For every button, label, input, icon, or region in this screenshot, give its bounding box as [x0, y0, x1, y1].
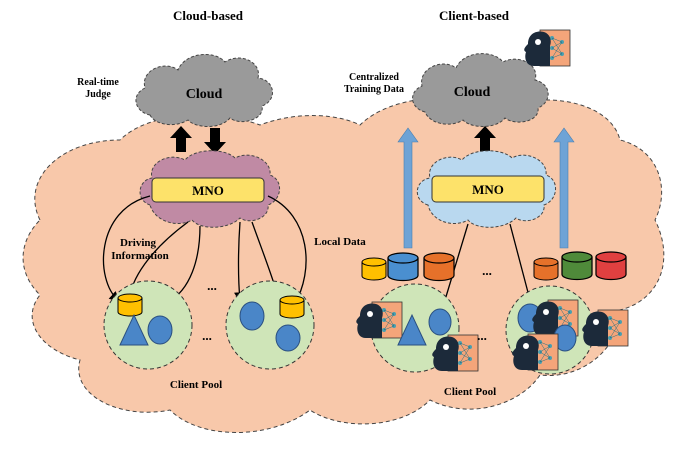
- client-circle-2: [239, 301, 265, 331]
- database-icon: [387, 252, 419, 282]
- right-ellipsis-top: ...: [482, 263, 492, 278]
- arrow-up-right: [474, 126, 496, 152]
- client-triangle-2: [397, 313, 427, 346]
- local-data-label: Local Data: [314, 236, 366, 248]
- blue-arrow-right: [553, 127, 575, 249]
- left-client-pool-2: [225, 280, 315, 370]
- left-ellipsis-top: ...: [207, 278, 217, 293]
- database-icon: [117, 293, 143, 317]
- right-client-pool-label: Client Pool: [444, 386, 496, 398]
- centralized-label-1: Centralized: [349, 72, 399, 83]
- database-icon: [595, 251, 627, 281]
- driving-label-1: Driving: [120, 237, 157, 249]
- database-icon: [561, 251, 593, 281]
- client-circle-4: [428, 308, 452, 336]
- left-cloud-shape: [135, 53, 273, 127]
- real-time-label-1: Real-time: [77, 77, 119, 88]
- right-mno-box: [431, 175, 545, 203]
- client-triangle-1: [119, 313, 149, 346]
- arrow-up-left: [170, 126, 192, 152]
- client-circle-1: [147, 315, 173, 345]
- mno-link-left: [444, 223, 469, 301]
- left-client-pool-label: Client Pool: [170, 379, 222, 391]
- mno-link-right: [509, 223, 531, 301]
- neural-network-icon: [355, 301, 403, 339]
- neural-network-icon: [581, 309, 629, 347]
- arrow-down-left: [204, 128, 226, 154]
- left-client-pool-1: [103, 280, 193, 370]
- neural-network-icon: [511, 333, 559, 371]
- flow-arrow-1: [102, 195, 151, 302]
- right-mno-label: MNO: [472, 182, 504, 197]
- client-circle-3: [275, 324, 301, 352]
- database-icon: [533, 257, 559, 281]
- left-cloud-label: Cloud: [186, 87, 223, 102]
- blue-arrow-left: [397, 127, 419, 249]
- head-lightbulb-icon: [523, 29, 571, 67]
- right-ellipsis-mid: ...: [477, 328, 487, 343]
- left-mno-box: [151, 177, 265, 203]
- left-mno-label: MNO: [192, 183, 224, 198]
- right-cloud-shape: [412, 53, 549, 127]
- left-ellipsis-mid: ...: [202, 328, 212, 343]
- right-cloud-label: Cloud: [454, 85, 491, 100]
- database-icon: [423, 252, 455, 282]
- heading-cloud-based: Cloud-based: [173, 8, 244, 23]
- centralized-label-2: Training Data: [344, 84, 404, 95]
- driving-label-2: Information: [111, 250, 168, 262]
- real-time-label-2: Judge: [85, 89, 111, 100]
- neural-network-icon: [431, 334, 479, 372]
- database-icon: [361, 257, 387, 281]
- heading-client-based: Client-based: [439, 8, 510, 23]
- database-icon: [279, 295, 305, 319]
